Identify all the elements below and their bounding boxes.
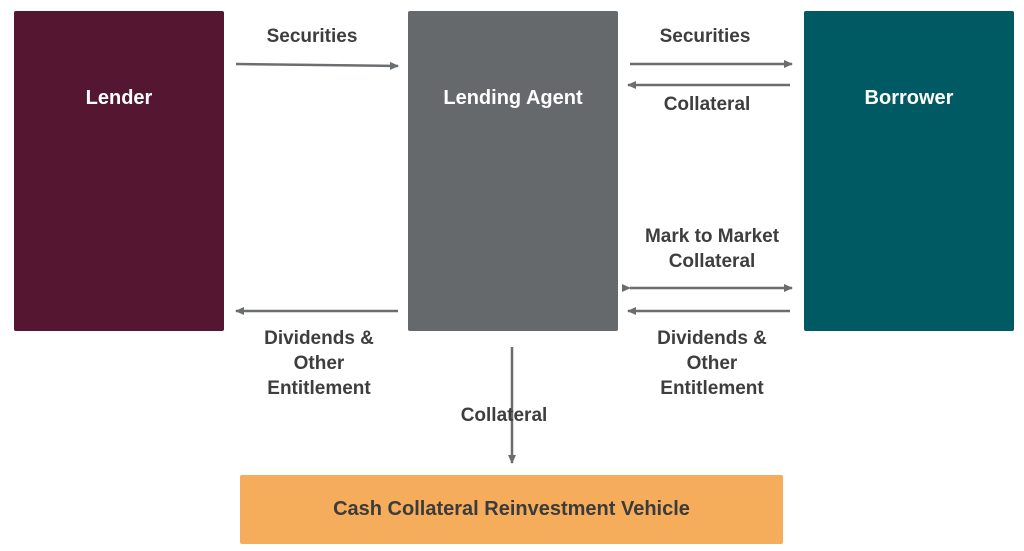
label-dividends-right-line2: Other	[686, 353, 738, 374]
lending-agent-box: Lending Agent	[408, 11, 618, 331]
arrow-securities-lender-to-agent	[235, 61, 399, 70]
label-dividends-left-line3: Entitlement	[267, 378, 371, 399]
label-dividends-left-line2: Other	[293, 353, 345, 374]
label-mark-to-market: Mark to Market Collateral	[628, 224, 796, 274]
label-mark-to-market-line1: Mark to Market	[644, 226, 780, 247]
reinvestment-vehicle-label: Cash Collateral Reinvestment Vehicle	[333, 498, 690, 520]
label-collateral-right: Collateral	[663, 94, 751, 115]
label-mark-to-market-line2: Collateral	[668, 251, 756, 272]
lending-agent-label: Lending Agent	[443, 87, 583, 109]
label-dividends-right: Dividends & Other Entitlement	[637, 326, 787, 401]
borrower-label: Borrower	[864, 87, 954, 109]
label-dividends-left: Dividends & Other Entitlement	[244, 326, 394, 401]
lender-label: Lender	[85, 87, 153, 109]
label-dividends-right-line3: Entitlement	[660, 378, 764, 399]
label-dividends-right-line1: Dividends &	[657, 328, 767, 349]
label-collateral-down: Collateral	[460, 405, 548, 426]
label-securities-left: Securities	[266, 26, 358, 47]
borrower-box: Borrower	[804, 11, 1014, 331]
lender-box: Lender	[14, 11, 224, 331]
label-dividends-left-line1: Dividends &	[264, 328, 374, 349]
label-securities-right: Securities	[659, 26, 751, 47]
reinvestment-vehicle-box: Cash Collateral Reinvestment Vehicle	[240, 475, 783, 544]
